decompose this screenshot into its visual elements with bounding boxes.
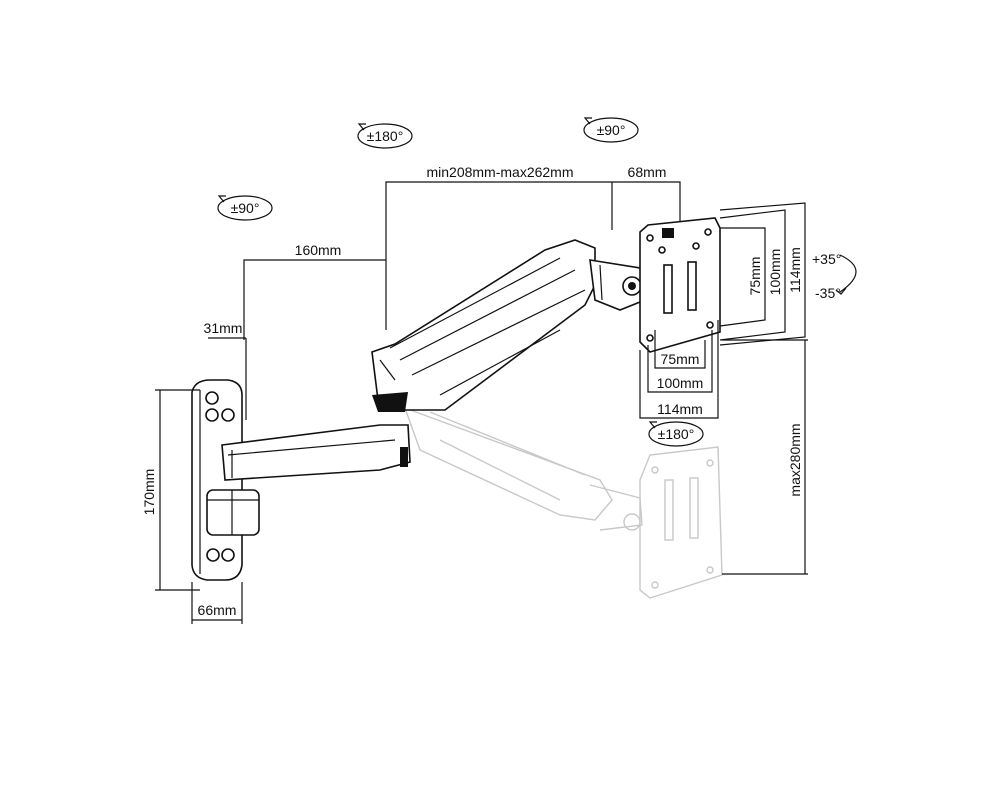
tilt-up-label: +35° bbox=[812, 251, 841, 267]
rotation-badges bbox=[217, 117, 704, 447]
dim-arm-length: 160mm bbox=[295, 242, 342, 258]
arm-ghost-position bbox=[403, 406, 723, 599]
tilt-joint bbox=[589, 259, 646, 311]
rotation-label-arm-swivel: ±90° bbox=[231, 200, 260, 216]
dim-vesa-114-vertical: 114mm bbox=[787, 247, 803, 293]
dim-head-depth: 68mm bbox=[628, 164, 667, 180]
dim-plate-width: 66mm bbox=[198, 602, 237, 618]
dim-vertical-travel: max280mm bbox=[787, 423, 803, 496]
dim-vesa-75-vertical: 75mm bbox=[747, 257, 763, 296]
tilt-down-label: -35° bbox=[815, 285, 841, 301]
rotation-label-screen-rotation: ±180° bbox=[658, 426, 695, 442]
dim-vesa-114-horizontal: 114mm bbox=[657, 401, 703, 417]
vesa-plate bbox=[639, 217, 721, 353]
dim-arm-extension: min208mm-max262mm bbox=[426, 164, 573, 180]
dim-vesa-75-horizontal: 75mm bbox=[661, 351, 700, 367]
wall-plate bbox=[191, 379, 260, 581]
dim-vesa-100-horizontal: 100mm bbox=[657, 375, 704, 391]
lower-arm bbox=[221, 424, 411, 481]
dimension-lines bbox=[155, 181, 857, 624]
dim-vesa-100-vertical: 100mm bbox=[767, 249, 783, 296]
upper-arm bbox=[371, 239, 596, 412]
dim-plate-height: 170mm bbox=[141, 469, 157, 516]
rotation-label-arm-rotation: ±180° bbox=[367, 128, 404, 144]
dim-plate-offset: 31mm bbox=[204, 320, 243, 336]
rotation-label-head-swivel: ±90° bbox=[597, 122, 626, 138]
